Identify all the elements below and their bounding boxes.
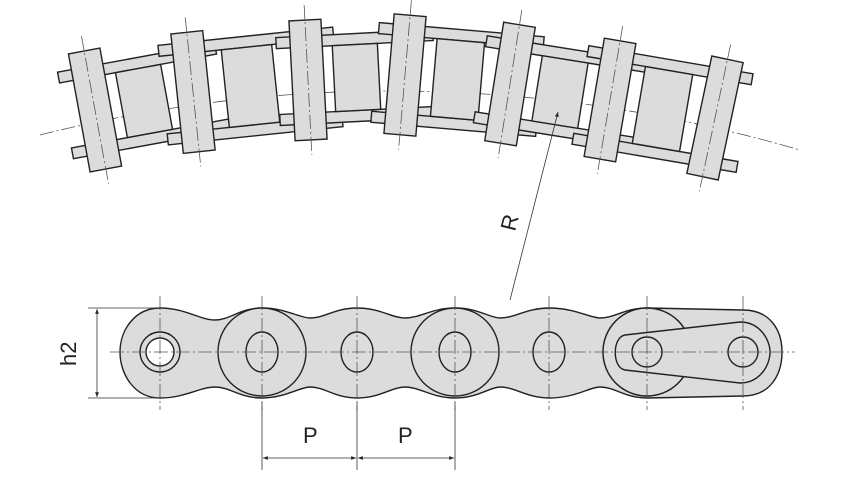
height-label: h2 bbox=[56, 342, 81, 366]
pin bbox=[170, 17, 216, 167]
roller bbox=[114, 63, 174, 139]
pin bbox=[686, 44, 744, 192]
chain-top-view-curved bbox=[39, 0, 801, 192]
pin bbox=[583, 26, 637, 174]
chain-side-view: h2 P P bbox=[56, 296, 795, 470]
radius-label: R bbox=[496, 212, 524, 233]
roller bbox=[531, 54, 589, 130]
radius-dimension: R bbox=[496, 111, 559, 301]
pitch-label: P bbox=[398, 423, 413, 448]
roller bbox=[429, 37, 486, 122]
roller bbox=[331, 42, 382, 113]
roller bbox=[631, 65, 694, 153]
pin bbox=[483, 9, 537, 159]
connecting-link-plate bbox=[614, 321, 771, 384]
pin bbox=[67, 36, 123, 184]
roller bbox=[220, 43, 281, 129]
pitch-label: P bbox=[303, 423, 318, 448]
pin bbox=[288, 5, 328, 155]
pin bbox=[383, 0, 427, 150]
